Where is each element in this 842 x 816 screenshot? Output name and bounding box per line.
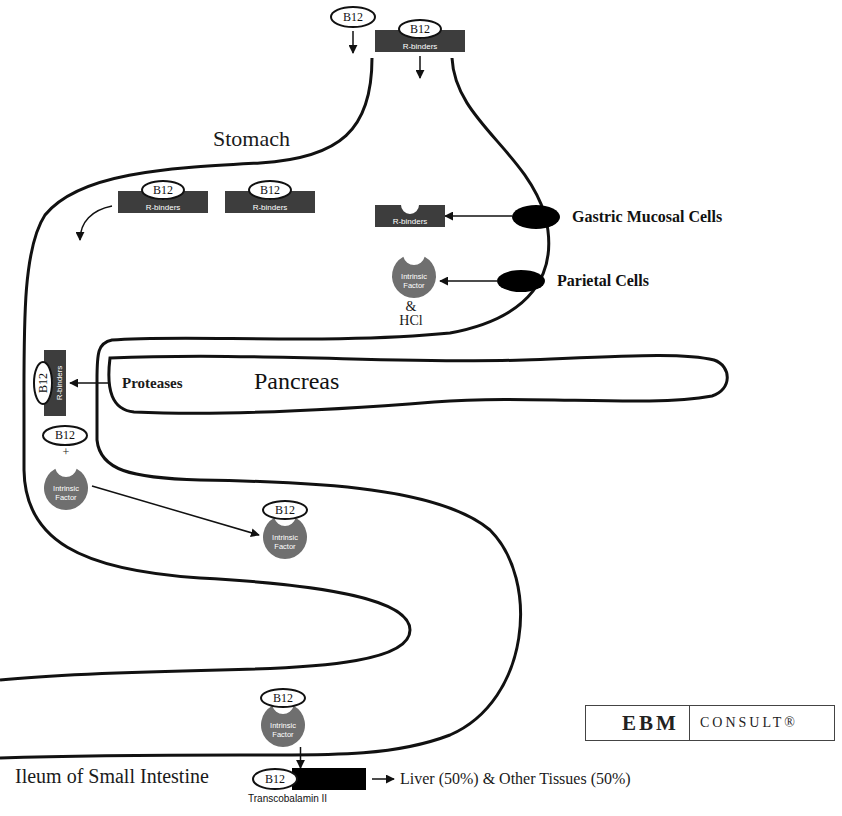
vitamin-b12: B12	[260, 688, 306, 708]
node-label: R-binders	[375, 217, 445, 226]
intake-arrow	[419, 56, 421, 78]
node-label: R-binders	[55, 350, 65, 416]
vitamin-b12: B12	[262, 500, 308, 520]
node-label: Intrinsic Factor	[263, 721, 303, 739]
organ-label: Stomach	[213, 126, 290, 152]
passage-arrow	[80, 206, 112, 240]
node-label: Parietal Cells	[557, 271, 649, 291]
plus-sign: +	[60, 446, 72, 459]
secretory-cell: Gastric Mucosal Cells	[512, 205, 560, 229]
vitamin-b12: B12	[42, 425, 88, 446]
secretory-cell: Parietal Cells	[497, 270, 545, 292]
flow-arrow	[300, 747, 302, 768]
node-label: B12	[262, 500, 308, 520]
intrinsic-factor: Intrinsic Factor	[40, 462, 92, 510]
secretory-cell-shape	[497, 270, 545, 292]
brand-logo: EBM CONSULT®	[585, 705, 835, 741]
node-label: CONSULT®	[689, 706, 798, 740]
node-label: B12	[141, 180, 185, 200]
transcobalamin-box: Transcobalamin II	[292, 768, 366, 790]
destination-label: Liver (50%) & Other Tissues (50%)	[400, 769, 631, 789]
node-label: R-binders	[375, 42, 465, 51]
node-label: R-binders	[118, 203, 208, 212]
transcobalamin-box-shape	[292, 768, 366, 790]
node-label: EBM	[622, 706, 679, 740]
enzyme-label: Proteases	[122, 374, 183, 392]
vitamin-b12: B12	[141, 180, 185, 200]
node-label: B12	[260, 688, 306, 708]
destination-arrow	[372, 778, 394, 780]
node-label: B12	[252, 768, 298, 790]
vitamin-b12: B12	[252, 768, 298, 790]
pancreas-organ-shape	[104, 350, 730, 416]
r-binder: R-binders	[375, 205, 445, 227]
vitamin-b12: B12	[330, 6, 376, 28]
vitamin-b12: B12	[248, 180, 292, 200]
vitamin-b12: B12	[33, 361, 53, 405]
secretory-cell-shape	[512, 205, 560, 229]
node-label: B12	[248, 180, 292, 200]
node-label: Gastric Mucosal Cells	[572, 207, 722, 227]
secretion-label: & HCl	[396, 300, 426, 328]
pancreas-organ: Pancreas	[104, 350, 730, 416]
node-label: B12	[33, 361, 53, 405]
flow-arrow	[92, 486, 259, 535]
node-label: Intrinsic Factor	[265, 533, 305, 551]
node-label: Pancreas	[254, 366, 339, 396]
intrinsic-factor: Intrinsic Factor	[388, 250, 440, 298]
intake-arrow	[352, 31, 354, 53]
node-label: B12	[330, 6, 376, 28]
node-label: Intrinsic Factor	[46, 484, 86, 502]
node-label: Intrinsic Factor	[394, 272, 434, 290]
node-label: R-binders	[225, 203, 315, 212]
organ-label: Ileum of Small Intestine	[15, 764, 209, 788]
vitamin-b12: B12	[398, 19, 442, 39]
node-label: B12	[42, 425, 88, 446]
flow-arrow	[440, 280, 497, 282]
flow-arrow	[445, 215, 512, 217]
node-label: B12	[398, 19, 442, 39]
node-label: Transcobalamin II	[248, 793, 327, 804]
